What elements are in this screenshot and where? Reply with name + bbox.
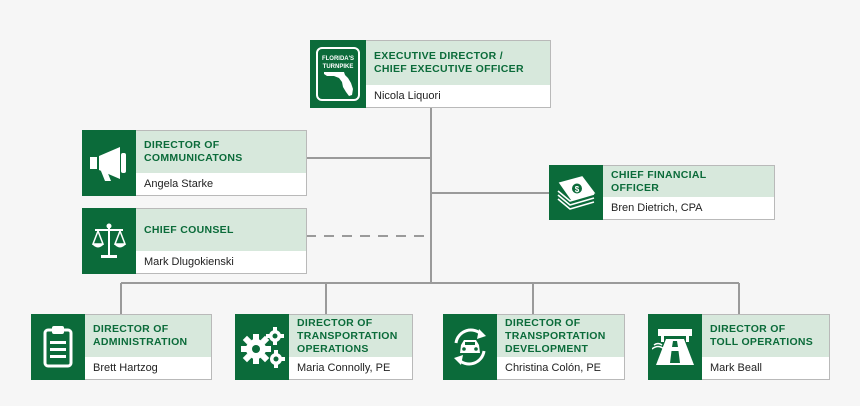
operations-title: DIRECTOR OF TRANSPORTATION OPERATIONS	[289, 315, 412, 357]
development-name: Christina Colón, PE	[497, 357, 624, 379]
cfo-name: Bren Dietrich, CPA	[603, 197, 774, 219]
node-transportation-development: DIRECTOR OF TRANSPORTATION DEVELOPMENT C…	[443, 314, 625, 380]
communications-title: DIRECTOR OF COMMUNICATONS	[136, 131, 306, 173]
communications-name: Angela Starke	[136, 173, 306, 195]
node-executive-director: FLORIDA'S TURNPIKE EXECUTIVE DIRECTOR / …	[310, 40, 551, 108]
scales-icon	[82, 208, 136, 274]
node-transportation-operations: DIRECTOR OF TRANSPORTATION OPERATIONS Ma…	[235, 314, 413, 380]
svg-text:TURNPIKE: TURNPIKE	[323, 64, 354, 70]
node-toll-operations: DIRECTOR OF TOLL OPERATIONS Mark Beall	[648, 314, 830, 380]
car-cycle-icon	[443, 314, 497, 380]
node-chief-counsel: CHIEF COUNSEL Mark Dlugokienski	[82, 208, 307, 274]
development-title: DIRECTOR OF TRANSPORTATION DEVELOPMENT	[497, 315, 624, 357]
money-stack-icon: $	[549, 165, 603, 220]
clipboard-icon	[31, 314, 85, 380]
gears-icon	[235, 314, 289, 380]
executive-title: EXECUTIVE DIRECTOR / CHIEF EXECUTIVE OFF…	[366, 41, 550, 85]
highway-icon	[648, 314, 702, 380]
node-cfo: $ CHIEF FINANCIAL OFFICER Bren Dietrich,…	[549, 165, 775, 220]
operations-name: Maria Connolly, PE	[289, 357, 412, 379]
administration-title: DIRECTOR OF ADMINISTRATION	[85, 315, 211, 357]
administration-name: Brett Hartzog	[85, 357, 211, 379]
executive-name: Nicola Liquori	[366, 85, 550, 107]
svg-text:FLORIDA'S: FLORIDA'S	[322, 56, 354, 62]
toll-title: DIRECTOR OF TOLL OPERATIONS	[702, 315, 829, 357]
cfo-title: CHIEF FINANCIAL OFFICER	[603, 166, 774, 197]
florida-turnpike-logo: FLORIDA'S TURNPIKE	[310, 40, 366, 108]
node-administration: DIRECTOR OF ADMINISTRATION Brett Hartzog	[31, 314, 212, 380]
megaphone-icon	[82, 130, 136, 196]
toll-name: Mark Beall	[702, 357, 829, 379]
counsel-name: Mark Dlugokienski	[136, 251, 306, 273]
node-communications: DIRECTOR OF COMMUNICATONS Angela Starke	[82, 130, 307, 196]
svg-text:$: $	[575, 185, 580, 194]
counsel-title: CHIEF COUNSEL	[136, 209, 306, 251]
